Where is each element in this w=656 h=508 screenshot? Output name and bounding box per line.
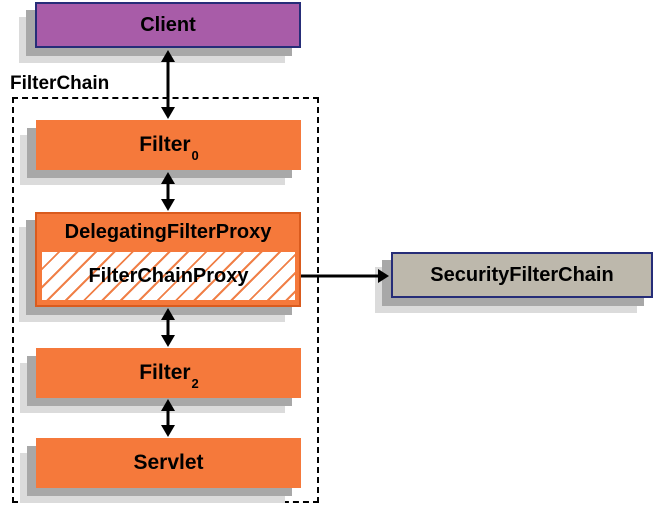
delegating-filter-proxy-label: DelegatingFilterProxy: [64, 221, 272, 243]
filter0-label: Filter0: [139, 133, 199, 164]
delegating-filter-proxy-node: DelegatingFilterProxy FilterChainProxy: [35, 212, 301, 307]
security-filter-chain-label: SecurityFilterChain: [430, 263, 614, 286]
filter2-node: Filter2: [36, 348, 301, 398]
client-node: Client: [35, 2, 301, 48]
filterchain-group-label: FilterChain: [10, 73, 110, 94]
filter-chain-proxy-label: FilterChainProxy: [88, 264, 249, 287]
security-filter-chain-node: SecurityFilterChain: [391, 252, 653, 298]
filter0-node: Filter0: [36, 120, 301, 170]
servlet-label: Servlet: [133, 451, 204, 474]
servlet-node: Servlet: [36, 438, 301, 488]
filter-chain-proxy-node: FilterChainProxy: [42, 252, 295, 300]
client-label: Client: [140, 13, 196, 36]
filter2-label: Filter2: [139, 361, 199, 392]
filterchain-group-border: [12, 97, 319, 503]
filter0-subscript: 0: [191, 148, 199, 164]
filter2-subscript: 2: [191, 376, 199, 392]
